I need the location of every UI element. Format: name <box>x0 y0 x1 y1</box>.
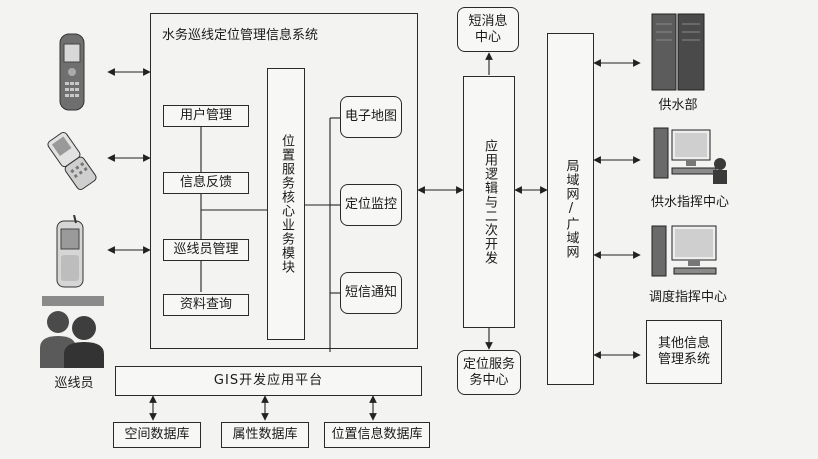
sms-center: 短消息 中心 <box>457 7 519 52</box>
server-tower-icon <box>651 13 705 91</box>
module-feedback: 信息反馈 <box>163 172 249 194</box>
water-supply-label: 供水部 <box>658 98 698 113</box>
system-title: 水务巡线定位管理信息系统 <box>162 28 319 43</box>
module-data-query: 资料查询 <box>163 294 249 316</box>
db-location: 位置信息数据库 <box>324 422 430 448</box>
module-user-management: 用户管理 <box>163 105 249 127</box>
computer-workstation-icon <box>653 127 727 184</box>
db-attribute: 属性数据库 <box>221 422 309 448</box>
flip-phone-icon <box>47 132 97 190</box>
core-business-module: 位置服务核心业务模块 <box>267 68 305 340</box>
service-electronic-map: 电子地图 <box>340 96 402 138</box>
other-management-systems: 其他信息 管理系统 <box>646 320 722 384</box>
system-frame <box>150 13 418 349</box>
lan-wan-network: 局域网/广域网 <box>547 33 594 385</box>
dispatch-center-label: 调度指挥中心 <box>648 290 727 305</box>
patroller-label: 巡线员 <box>54 376 94 391</box>
location-service-center: 定位服务 务中心 <box>457 350 521 395</box>
module-patroller-management: 巡线员管理 <box>163 239 249 261</box>
slider-phone-icon <box>56 215 84 288</box>
service-sms-notice: 短信通知 <box>340 272 402 314</box>
people-icon <box>40 296 104 368</box>
candybar-phone-icon <box>59 33 85 111</box>
app-logic-development: 应用逻辑与二次开发 <box>463 76 515 328</box>
computer-workstation-icon <box>651 225 717 277</box>
db-spatial: 空间数据库 <box>113 422 201 448</box>
command-center-label: 供水指挥中心 <box>650 195 729 210</box>
gis-platform: GIS开发应用平台 <box>115 366 422 396</box>
service-location-monitor: 定位监控 <box>340 184 402 226</box>
